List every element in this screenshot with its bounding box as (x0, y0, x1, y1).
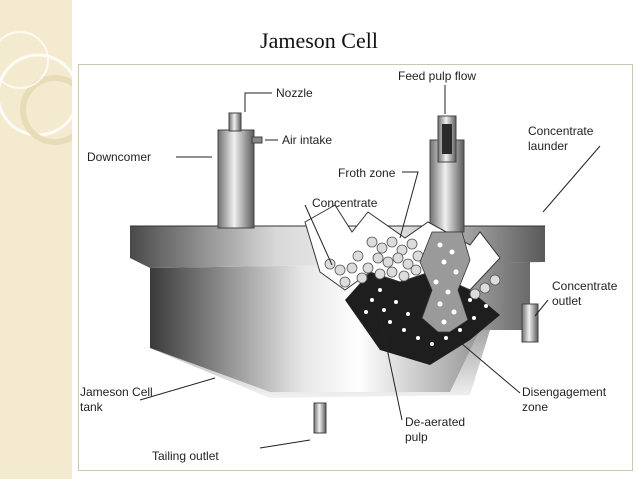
bubble-column (419, 231, 471, 333)
label-tank-2: tank (80, 400, 104, 414)
label-concentrate-launder-1: Concentrate (528, 124, 594, 138)
label-feed-pulp-flow: Feed pulp flow (398, 69, 476, 83)
nozzle-bore (442, 124, 452, 154)
label-tank-1: Jameson Cell (80, 385, 153, 399)
label-concentrate-outlet-2: outlet (552, 294, 582, 308)
label-concentrate-launder-2: launder (528, 139, 568, 153)
nozzle-left (228, 112, 242, 132)
label-deaerated-1: De-aerated (405, 415, 465, 429)
concentrate-bubbles (324, 236, 501, 300)
label-concentrate: Concentrate (312, 196, 378, 210)
slide-title: Jameson Cell (260, 28, 378, 53)
leader-lines (139, 85, 601, 449)
downcomer-left (217, 129, 255, 229)
decorative-side-band (0, 0, 90, 479)
label-air-intake: Air intake (282, 133, 332, 147)
label-concentrate-outlet-1: Concentrate (552, 279, 618, 293)
tank-bottom-cone (150, 330, 490, 398)
rising-bubbles (433, 242, 459, 325)
label-disengagement-2: zone (522, 400, 548, 414)
disengagement-bubbles (364, 288, 488, 346)
label-tailing-outlet: Tailing outlet (152, 449, 219, 463)
label-disengagement-1: Disengagement (522, 385, 607, 399)
label-downcomer: Downcomer (87, 150, 151, 164)
tailing-outlet-pipe (313, 402, 327, 434)
label-froth-zone: Froth zone (338, 166, 396, 180)
label-deaerated-2: pulp (405, 430, 428, 444)
air-intake-stub (251, 136, 263, 144)
concentrate-outlet-pipe (521, 303, 539, 343)
label-nozzle: Nozzle (276, 86, 313, 100)
